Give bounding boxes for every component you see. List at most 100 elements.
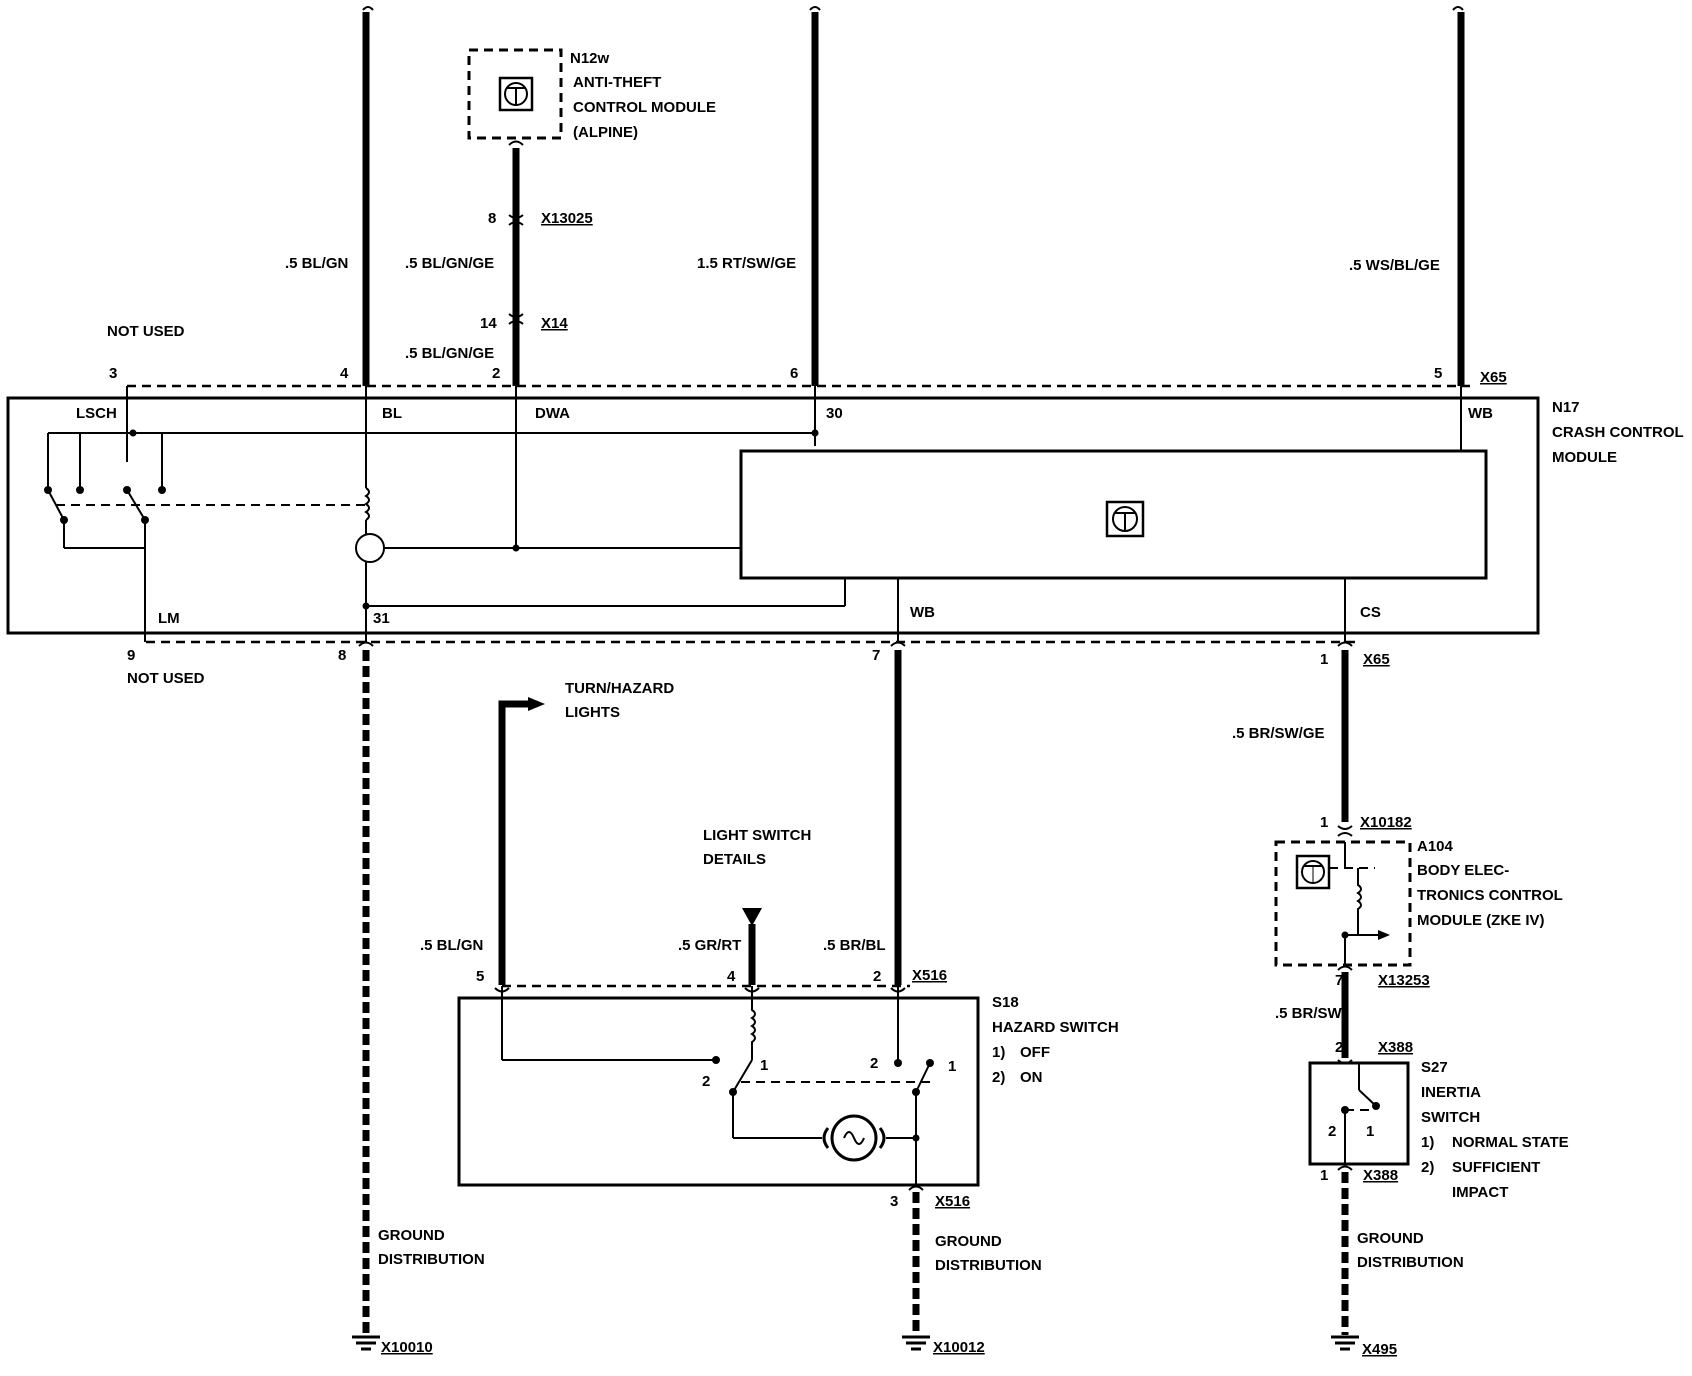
- inertia-line1: INERTIA: [1421, 1084, 1481, 1101]
- inertia-opt2-num: 2): [1421, 1159, 1434, 1176]
- wire-label-ws-bl-ge: .5 WS/BL/GE: [1349, 257, 1440, 274]
- light-switch-line2: DETAILS: [703, 851, 766, 868]
- x388-top-label: X388: [1378, 1039, 1413, 1056]
- crash-pin-9: 9: [127, 647, 135, 664]
- ground-wire-x10010: [352, 641, 380, 1351]
- crash-id: N17: [1552, 399, 1580, 416]
- anti-theft-line2: CONTROL MODULE: [573, 99, 716, 116]
- wire-label-br-bl: .5 BR/BL: [823, 937, 886, 954]
- hazard-opt2-num: 2): [992, 1069, 1005, 1086]
- feed-wire-rt-sw-ge: [809, 6, 821, 386]
- crash-pin-8: 8: [338, 647, 346, 664]
- wire-label-bl-gn: .5 BL/GN: [285, 255, 348, 272]
- ground2-line1: GROUND: [935, 1233, 1002, 1250]
- wire-anti-theft-to-module: [508, 140, 524, 386]
- crash-dwa: DWA: [535, 405, 570, 422]
- x10182-label: X10182: [1360, 814, 1412, 831]
- crash-pin-2: 2: [492, 365, 500, 382]
- crash-cs: CS: [1360, 604, 1381, 621]
- x10182-pin: 1: [1320, 814, 1328, 831]
- wire-label-br-sw-ge: .5 BR/SW/GE: [1232, 725, 1325, 742]
- crash-30: 30: [826, 405, 843, 422]
- inertia-opt2a: SUFFICIENT: [1452, 1159, 1540, 1176]
- ground-wire-x10012: [902, 1185, 930, 1351]
- x14-label: X14: [541, 315, 568, 332]
- wire-label-br-sw: .5 BR/SW: [1275, 1005, 1343, 1022]
- x388-bottom-label: X388: [1363, 1167, 1398, 1184]
- wire-wb-to-hazard: [890, 641, 906, 993]
- body-module-line1: BODY ELEC-: [1417, 862, 1509, 879]
- hazard-opt1: OFF: [1020, 1044, 1050, 1061]
- x65-bottom-label: X65: [1363, 651, 1390, 668]
- ground-wire-x495: [1331, 1165, 1359, 1351]
- x14-pin: 14: [480, 315, 497, 332]
- inertia-opt2b: IMPACT: [1452, 1184, 1508, 1201]
- hazard-pin-2: 2: [873, 968, 881, 985]
- body-module-line3: MODULE (ZKE IV): [1417, 912, 1545, 929]
- turn-hazard-line1: TURN/HAZARD: [565, 680, 674, 697]
- not-used-bottom: NOT USED: [127, 670, 205, 687]
- x65-top-label: X65: [1480, 369, 1507, 386]
- hazard-opt1-num: 1): [992, 1044, 1005, 1061]
- hazard-opt2: ON: [1020, 1069, 1043, 1086]
- crash-wb-top: WB: [1468, 405, 1493, 422]
- turn-hazard-wire: [494, 697, 545, 993]
- wire-label-bl-gn-ge-2: .5 BL/GN/GE: [405, 345, 494, 362]
- crash-pin-5: 5: [1434, 365, 1442, 382]
- wire-label-bl-gn-hz: .5 BL/GN: [420, 937, 483, 954]
- crash-pin-6: 6: [790, 365, 798, 382]
- anti-theft-id: N12w: [570, 50, 610, 67]
- x65-bottom-pin: 1: [1320, 651, 1328, 668]
- x388-bottom-pin: 1: [1320, 1167, 1328, 1184]
- x516-bottom-label: X516: [935, 1193, 970, 1210]
- body-electronics-module: [1274, 840, 1412, 967]
- inertia-line2: SWITCH: [1421, 1109, 1480, 1126]
- x13253-pin: 7: [1335, 972, 1343, 989]
- crash-lm: LM: [158, 610, 180, 627]
- body-module-line2: TRONICS CONTROL: [1417, 887, 1563, 904]
- ground1-line1: GROUND: [378, 1227, 445, 1244]
- anti-theft-module: [467, 48, 563, 140]
- x13025-pin: 8: [488, 210, 496, 227]
- feed-wire-ws-bl-ge: [1452, 6, 1465, 386]
- crash-lsch: LSCH: [76, 405, 117, 422]
- crash-pin-7: 7: [872, 647, 880, 664]
- x516-top-label: X516: [912, 967, 947, 984]
- crash-pin-4: 4: [340, 365, 349, 382]
- anti-theft-line3: (ALPINE): [573, 124, 638, 141]
- crash-control-module: [6, 384, 1540, 644]
- hazard-id: S18: [992, 994, 1019, 1011]
- light-switch-feed: [742, 908, 762, 993]
- hazard-inner-2a: 2: [702, 1073, 710, 1090]
- ground1-line2: DISTRIBUTION: [378, 1251, 485, 1268]
- hazard-title: HAZARD SWITCH: [992, 1019, 1119, 1036]
- x13253-label: X13253: [1378, 972, 1430, 989]
- x13025-label: X13025: [541, 210, 593, 227]
- crash-bl: BL: [382, 405, 402, 422]
- ground3-line2: DISTRIBUTION: [1357, 1254, 1464, 1271]
- ground1-id: X10010: [381, 1339, 433, 1356]
- hazard-pin-5: 5: [476, 968, 484, 985]
- crash-line1: CRASH CONTROL: [1552, 424, 1684, 441]
- inertia-id: S27: [1421, 1059, 1448, 1076]
- ground3-line1: GROUND: [1357, 1230, 1424, 1247]
- crash-wb-bottom: WB: [910, 604, 935, 621]
- ground2-line2: DISTRIBUTION: [935, 1257, 1042, 1274]
- ground2-id: X10012: [933, 1339, 985, 1356]
- body-module-id: A104: [1417, 838, 1454, 855]
- wire-cs-to-body-module: [1337, 641, 1353, 837]
- x388-top-pin: 2: [1335, 1039, 1343, 1056]
- x516-bottom-pin: 3: [890, 1193, 898, 1210]
- inertia-opt1-num: 1): [1421, 1134, 1434, 1151]
- inertia-switch: [1308, 1061, 1410, 1166]
- anti-theft-line1: ANTI-THEFT: [573, 74, 661, 91]
- crash-line2: MODULE: [1552, 449, 1617, 466]
- inertia-inner-2: 2: [1328, 1123, 1336, 1140]
- ground3-id: X495: [1362, 1341, 1397, 1358]
- feed-wire-bl-gn: [362, 6, 374, 386]
- crash-pin-3: 3: [109, 365, 117, 382]
- hazard-inner-2b: 2: [870, 1055, 878, 1072]
- wire-label-gr-rt: .5 GR/RT: [678, 937, 741, 954]
- inertia-opt1: NORMAL STATE: [1452, 1134, 1569, 1151]
